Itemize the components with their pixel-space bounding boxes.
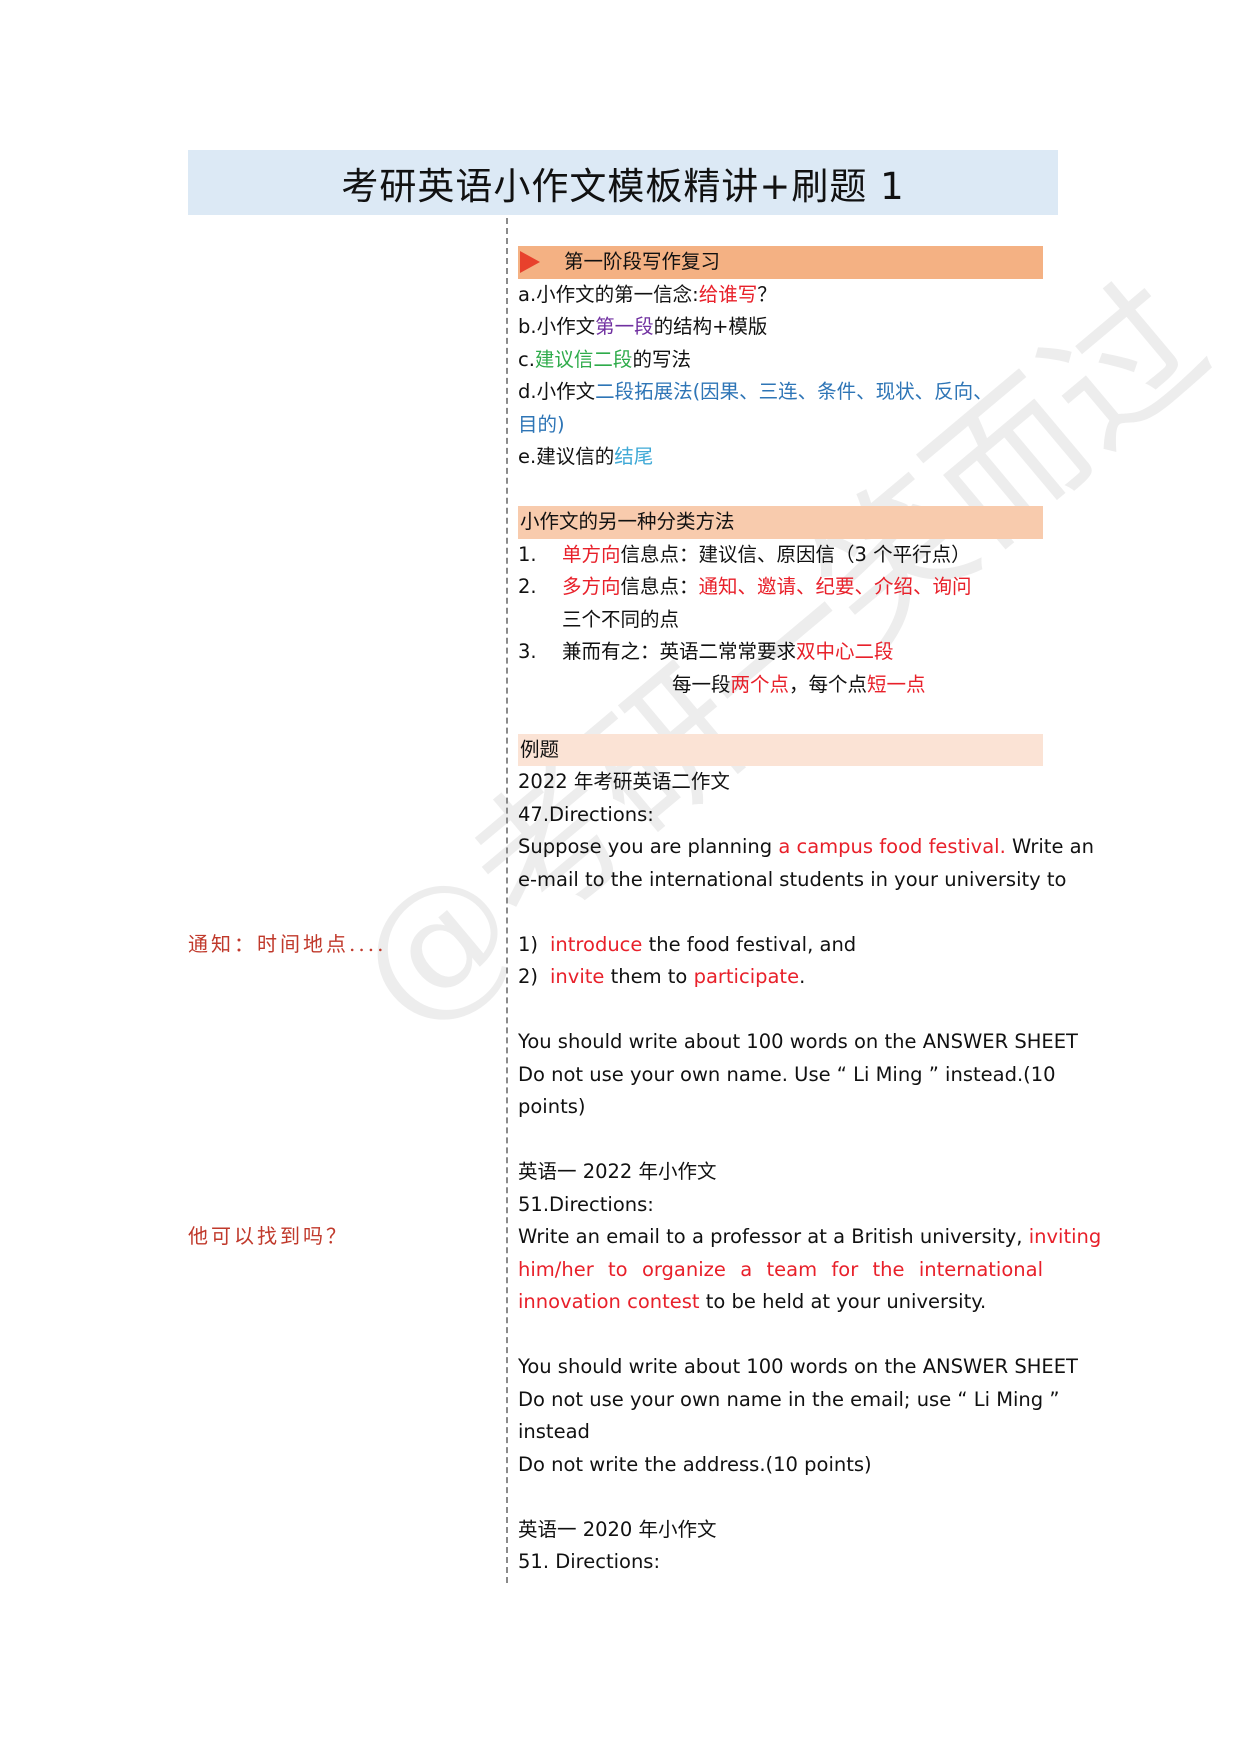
list-number: 1. <box>518 542 537 566</box>
play-triangle-icon <box>520 251 540 274</box>
list-number: 2. <box>518 575 537 598</box>
highlight: introduce <box>550 932 643 956</box>
side-note-2: 他可以找到吗？ <box>188 1224 349 1248</box>
list-number: 3. <box>518 640 537 663</box>
example1-heading: 2022 年考研英语二作文 <box>518 770 730 793</box>
text: 兼而有之：英语二常常要求 <box>562 640 797 663</box>
review-item-d: d.小作文二段拓展法(因果、三连、条件、现状、反向、 <box>518 376 1043 409</box>
text: Write an <box>1005 835 1094 858</box>
example2-heading: 英语一 2022 年小作文 <box>518 1160 717 1183</box>
example2-requirement-3: instead <box>518 1420 590 1443</box>
review-item-e: e.建议信的结尾 <box>518 441 1043 474</box>
highlight: 结尾 <box>614 445 654 468</box>
category-item-2: 2. 多方向信息点：通知、邀请、纪要、介绍、询问 <box>518 571 1043 604</box>
category-item-3-cont: 每一段两个点，每个点短一点 <box>518 669 1043 702</box>
highlight: 第一段 <box>595 315 654 338</box>
text: 信息点： <box>620 575 699 598</box>
text: 信息点：建议信、原因信（3 个平行点） <box>620 542 971 566</box>
text: a.小作文的第一信念: <box>518 282 699 306</box>
example2-requirement-2: Do not use your own name in the email; u… <box>518 1387 1060 1411</box>
category-item-1: 1. 单方向信息点：建议信、原因信（3 个平行点） <box>518 539 1043 572</box>
text: Write an email to a professor at a Briti… <box>518 1225 1029 1248</box>
highlight: participate <box>693 965 800 988</box>
example2-requirement-1: You should write about 100 words on the … <box>518 1355 1078 1378</box>
example3-heading: 英语一 2020 年小作文 <box>518 1517 717 1541</box>
highlight: 给谁写 <box>698 282 758 306</box>
text: 每一段 <box>672 672 731 696</box>
side-note-1: 通知：时间地点.... <box>188 932 387 956</box>
review-item-c: c.建议信二段的写法 <box>518 344 1043 377</box>
highlight: 目的) <box>518 412 565 436</box>
highlight: invite <box>550 965 605 988</box>
text: . <box>799 965 806 988</box>
example1-requirement-3: points) <box>518 1095 586 1118</box>
text: ，每个点 <box>789 672 868 696</box>
section2-header: 小作文的另一种分类方法 <box>518 506 1043 539</box>
review-item-b: b.小作文第一段的结构+模版 <box>518 311 1043 344</box>
main-content: 第一阶段写作复习 a.小作文的第一信念:给谁写？ b.小作文第一段的结构+模版 … <box>518 246 1101 1579</box>
text: Suppose you are planning <box>518 835 779 858</box>
column-divider <box>506 218 508 1583</box>
example1-requirement-1: You should write about 100 words on the … <box>518 1030 1078 1053</box>
text: d.小作文 <box>518 380 596 403</box>
text: b.小作文 <box>518 315 596 338</box>
text: to be held at your university. <box>699 1290 987 1313</box>
category-item-3: 3. 兼而有之：英语二常常要求双中心二段 <box>518 636 1043 669</box>
list-number: 1) <box>518 932 539 956</box>
list-number: 2) <box>518 965 539 988</box>
highlight: 二段拓展法(因果、三连、条件、现状、反向、 <box>595 380 993 403</box>
example2-requirement-4: Do not write the address.(10 points) <box>518 1452 872 1476</box>
text: c. <box>518 347 535 371</box>
highlight: 双中心二段 <box>796 640 894 663</box>
highlight: 建议信二段 <box>534 347 633 371</box>
highlight: 两个点 <box>730 672 790 696</box>
example2-prompt-line1: Write an email to a professor at a Briti… <box>518 1221 1101 1254</box>
highlight: innovation contest <box>518 1290 700 1313</box>
text: 的结构+模版 <box>653 315 768 338</box>
highlight: 多方向 <box>562 575 621 598</box>
text: the food festival, and <box>642 932 857 956</box>
section1-header: 第一阶段写作复习 <box>518 246 1043 279</box>
review-item-d-cont: 目的) <box>518 409 1043 442</box>
example1-prompt-line1: Suppose you are planning a campus food f… <box>518 831 1094 864</box>
text: ？ <box>757 282 777 306</box>
highlight: 短一点 <box>867 672 926 696</box>
example2-prompt-line3: innovation contest to be held at your un… <box>518 1286 1043 1319</box>
example2-directions: 51.Directions: <box>518 1192 654 1216</box>
highlight: a campus food festival. <box>778 835 1006 858</box>
example3-directions: 51. Directions: <box>518 1550 661 1573</box>
example1-directions: 47.Directions: <box>518 802 654 826</box>
text: them to <box>604 965 694 988</box>
page-title: 考研英语小作文模板精讲+刷题 1 <box>341 164 905 208</box>
section1-header-label: 第一阶段写作复习 <box>564 250 721 273</box>
title-bar: 考研英语小作文模板精讲+刷题 1 <box>188 150 1058 215</box>
example1-requirement-2: Do not use your own name. Use “ Li Ming … <box>518 1062 1056 1086</box>
section3-header: 例题 <box>518 733 1043 766</box>
text: e.建议信的 <box>518 445 615 468</box>
example1-prompt-line2: e-mail to the international students in … <box>518 867 1067 891</box>
example1-task-1: 1) introduce the food festival, and <box>518 929 1043 962</box>
example1-task-2: 2) invite them to participate. <box>518 961 1043 994</box>
review-item-a: a.小作文的第一信念:给谁写？ <box>518 279 1043 312</box>
category-item-2-cont: 三个不同的点 <box>562 607 680 631</box>
example2-prompt-line2: him/her to organize a team for the inter… <box>518 1257 1043 1281</box>
text: 的写法 <box>632 347 691 371</box>
highlight: 单方向 <box>562 542 621 566</box>
highlight: 通知、邀请、纪要、介绍、询问 <box>698 575 972 598</box>
highlight: inviting <box>1028 1225 1102 1248</box>
